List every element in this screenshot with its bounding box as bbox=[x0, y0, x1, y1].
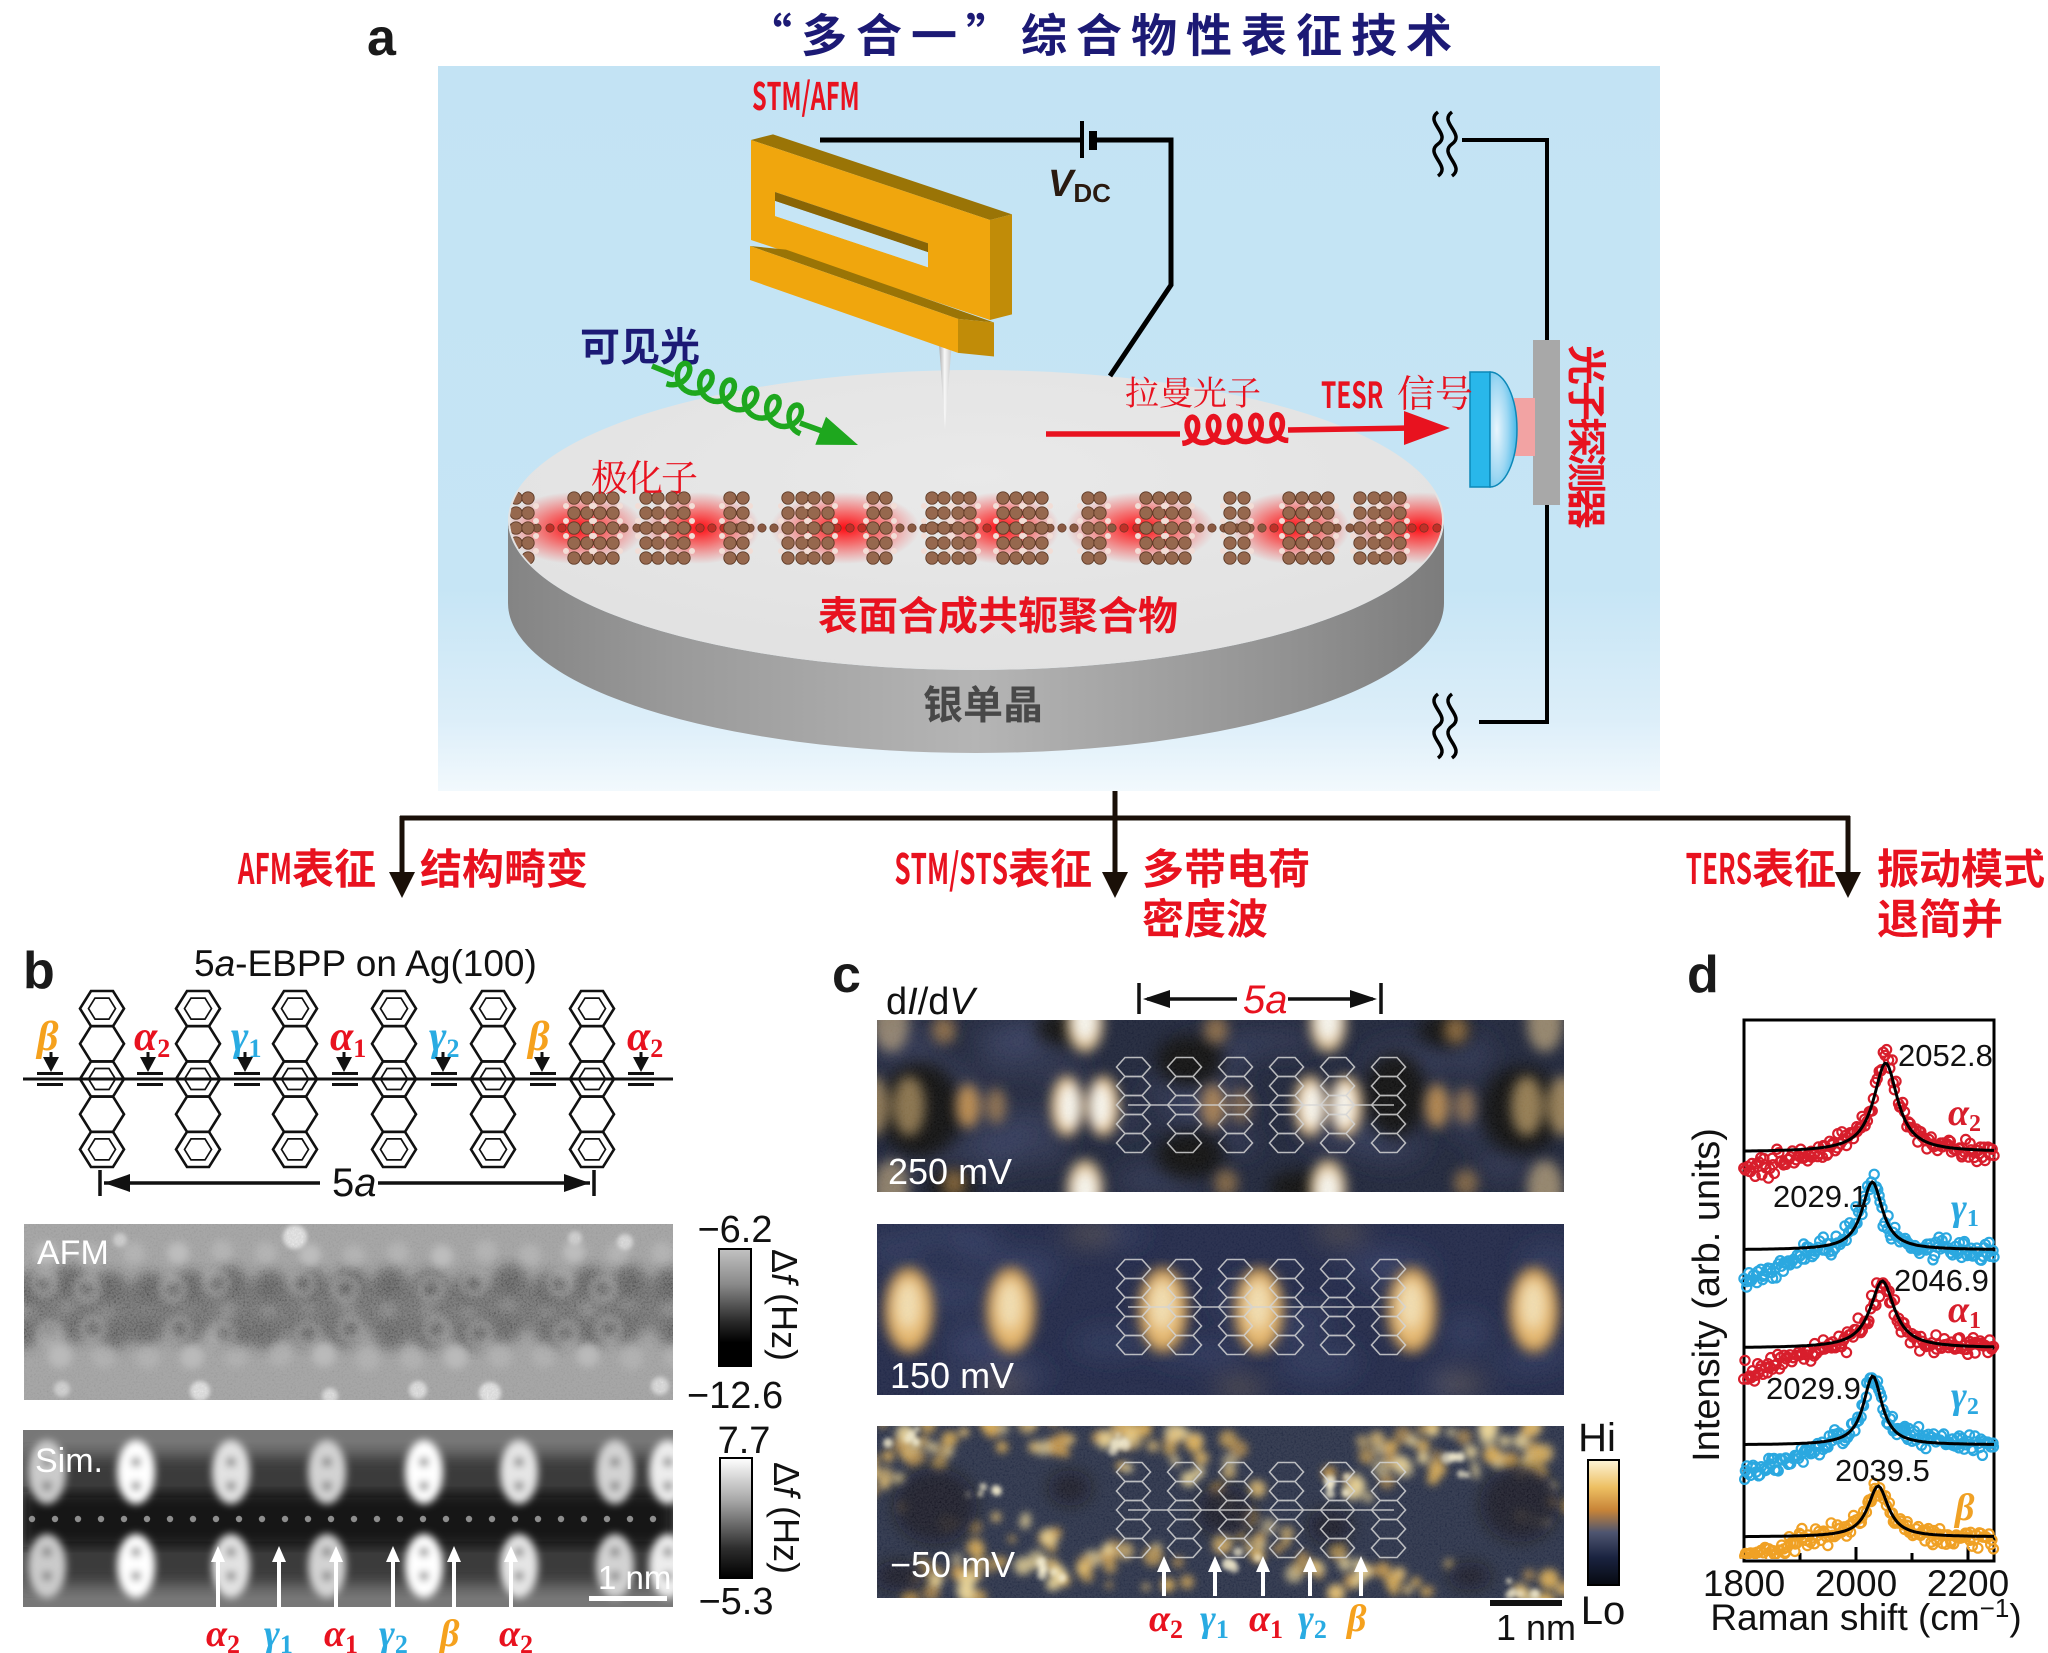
svg-text:1 nm: 1 nm bbox=[598, 1559, 671, 1596]
svg-text:Intensity (arb. units): Intensity (arb. units) bbox=[1686, 1128, 1728, 1462]
svg-text:2000: 2000 bbox=[1815, 1563, 1897, 1604]
svg-text:β: β bbox=[438, 1613, 460, 1653]
svg-text:α2: α2 bbox=[1149, 1598, 1183, 1644]
svg-text:Lo: Lo bbox=[1581, 1589, 1626, 1633]
svg-text:−12.6: −12.6 bbox=[687, 1375, 783, 1417]
svg-text:AFM: AFM bbox=[37, 1234, 109, 1272]
svg-text:7.7: 7.7 bbox=[718, 1420, 771, 1462]
svg-text:2029.9: 2029.9 bbox=[1766, 1371, 1861, 1406]
svg-text:β: β bbox=[526, 1014, 550, 1060]
svg-text:γ2: γ2 bbox=[429, 1014, 459, 1063]
svg-text:Δf (Hz): Δf (Hz) bbox=[766, 1462, 807, 1574]
svg-text:Sim.: Sim. bbox=[35, 1442, 103, 1480]
svg-text:2039.5: 2039.5 bbox=[1835, 1453, 1930, 1488]
svg-text:γ1: γ1 bbox=[1951, 1187, 1979, 1232]
svg-text:α2: α2 bbox=[499, 1613, 533, 1653]
svg-text:γ2: γ2 bbox=[379, 1613, 408, 1653]
svg-text:dI/dV: dI/dV bbox=[886, 981, 978, 1023]
svg-text:β: β bbox=[35, 1014, 59, 1060]
svg-text:α2: α2 bbox=[206, 1613, 240, 1653]
svg-text:Hi: Hi bbox=[1578, 1416, 1616, 1460]
svg-text:5a: 5a bbox=[1243, 978, 1288, 1022]
svg-text:1800: 1800 bbox=[1703, 1563, 1785, 1604]
svg-text:Raman shift (cm−1): Raman shift (cm−1) bbox=[1710, 1593, 2021, 1638]
svg-text:γ1: γ1 bbox=[1200, 1598, 1229, 1644]
svg-text:γ2: γ2 bbox=[1951, 1375, 1979, 1420]
svg-text:1 nm: 1 nm bbox=[1496, 1607, 1576, 1648]
svg-text:γ1: γ1 bbox=[231, 1014, 261, 1063]
svg-text:b: b bbox=[23, 942, 55, 1000]
svg-text:2046.9: 2046.9 bbox=[1894, 1263, 1989, 1298]
svg-text:−6.2: −6.2 bbox=[697, 1209, 772, 1251]
svg-text:γ1: γ1 bbox=[264, 1613, 293, 1653]
svg-text:2052.8: 2052.8 bbox=[1898, 1038, 1993, 1073]
svg-text:α2: α2 bbox=[1948, 1092, 1981, 1137]
svg-text:β: β bbox=[1345, 1598, 1367, 1640]
svg-text:γ2: γ2 bbox=[1298, 1598, 1327, 1644]
svg-text:α1: α1 bbox=[1249, 1598, 1283, 1644]
svg-text:d: d bbox=[1687, 946, 1719, 1004]
svg-text:α1: α1 bbox=[1948, 1289, 1981, 1334]
svg-text:β: β bbox=[1953, 1487, 1975, 1529]
svg-text:c: c bbox=[832, 946, 861, 1004]
svg-text:Δf (Hz): Δf (Hz) bbox=[764, 1249, 805, 1361]
svg-text:5a-EBPP on Ag(100): 5a-EBPP on Ag(100) bbox=[194, 943, 537, 984]
svg-text:VDC: VDC bbox=[1048, 163, 1111, 208]
svg-text:150 mV: 150 mV bbox=[890, 1355, 1014, 1396]
svg-text:α1: α1 bbox=[324, 1613, 358, 1653]
svg-text:−50 mV: −50 mV bbox=[890, 1544, 1015, 1585]
svg-text:5a: 5a bbox=[332, 1161, 377, 1205]
svg-text:2029.1: 2029.1 bbox=[1773, 1179, 1868, 1214]
svg-text:α1: α1 bbox=[330, 1014, 366, 1063]
svg-text:250 mV: 250 mV bbox=[888, 1151, 1012, 1192]
svg-text:α2: α2 bbox=[134, 1014, 170, 1063]
svg-text:2200: 2200 bbox=[1927, 1563, 2009, 1604]
svg-text:a: a bbox=[367, 9, 397, 67]
svg-text:α2: α2 bbox=[627, 1014, 663, 1063]
svg-text:−5.3: −5.3 bbox=[698, 1581, 773, 1623]
